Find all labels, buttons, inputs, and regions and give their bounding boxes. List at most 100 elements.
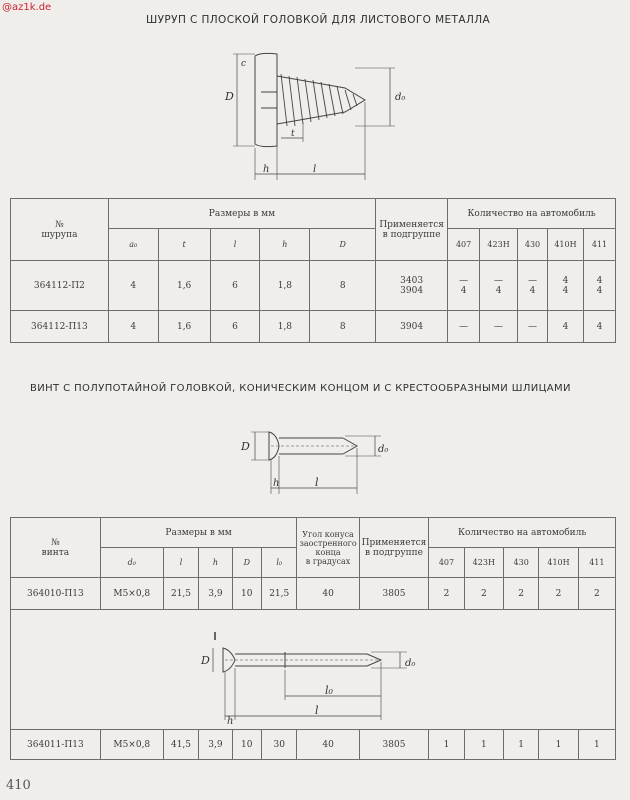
table-row: 364112-П2 4 1,6 6 1,8 8 3403 3904 — 4 — … [10, 260, 617, 311]
qty-cell: 2 [463, 577, 505, 610]
screw-drawing [233, 52, 395, 180]
label-D: D [224, 90, 234, 103]
size-cell: 4 [107, 310, 159, 343]
part-no: 364010-П13 [10, 577, 101, 610]
size-col: l [209, 228, 261, 261]
size-cell: 30 [260, 729, 298, 760]
size-col: D [231, 547, 262, 578]
qty-cell: 1 [463, 729, 505, 760]
qty-cell: — 4 [479, 260, 519, 311]
size-col: D [309, 228, 377, 261]
size-cell: 1,8 [259, 310, 311, 343]
table-row: 364010-П13 М5×0,8 21,5 3,9 10 21,5 40 38… [10, 577, 617, 610]
size-cell: М5×0,8 [99, 577, 164, 610]
size-cell: 1,6 [157, 260, 211, 311]
section1-title: ШУРУП С ПЛОСКОЙ ГОЛОВКОЙ ДЛЯ ЛИСТОВОГО М… [146, 14, 491, 26]
size-cell: 8 [309, 260, 377, 311]
label-l: l [315, 476, 319, 489]
qty-cell: 2 [428, 577, 465, 610]
sizes-header: Размеры в мм [99, 517, 298, 548]
size-cell: 1,8 [259, 260, 311, 311]
car-col: 407 [428, 547, 465, 578]
col-no-header: № винта [10, 517, 101, 578]
page-number: 410 [6, 778, 31, 793]
car-col: 410Н [538, 547, 579, 578]
qty-cell: — 4 [517, 260, 548, 311]
table-row: 364112-П13 4 1,6 6 1,8 8 3904 — — — 4 4 [10, 310, 617, 343]
qty-cell: 1 [538, 729, 579, 760]
screw2-drawing-labels: D d₀ h l [240, 440, 388, 489]
watermark: @az1k.de [2, 2, 52, 13]
size-cell: 6 [209, 310, 261, 343]
screw3-drawing [212, 632, 407, 720]
label-h: h [227, 716, 233, 727]
screw3-drawing-labels: D d₀ l₀ h l [200, 654, 415, 727]
size-cell: 3,9 [198, 577, 233, 610]
label-d0: d₀ [395, 92, 405, 103]
part-no: 364112-П2 [10, 260, 109, 311]
label-c: c [241, 59, 246, 69]
part-no: 364112-П13 [10, 310, 109, 343]
qty-header: Количество на автомобиль [428, 517, 616, 548]
sizes-header: Размеры в мм [107, 198, 377, 229]
applied-cell: 3904 [375, 310, 449, 343]
qty-cell: — 4 [447, 260, 481, 311]
applied-cell: 3805 [358, 577, 430, 610]
qty-header: Количество на автомобиль [447, 198, 616, 229]
qty-cell: — [447, 310, 481, 343]
size-cell: 8 [309, 310, 377, 343]
angle-cell: 40 [296, 577, 360, 610]
label-D: D [200, 654, 210, 667]
label-l: l [313, 164, 316, 175]
size-cell: 21,5 [162, 577, 200, 610]
drawing-row [10, 609, 616, 730]
qty-cell: 2 [577, 577, 617, 610]
size-col: l [162, 547, 200, 578]
car-col: 423Н [463, 547, 505, 578]
car-col: 410Н [546, 228, 584, 261]
angle-cell: 40 [296, 729, 360, 760]
label-d0: d₀ [378, 444, 388, 455]
table-row: 364011-П13 М5×0,8 41,5 3,9 10 30 40 3805… [10, 729, 617, 760]
size-cell: 21,5 [260, 577, 298, 610]
section2-title: ВИНТ С ПОЛУПОТАЙНОЙ ГОЛОВКОЙ, КОНИЧЕСКИМ… [30, 383, 571, 394]
car-col: 411 [577, 547, 617, 578]
car-col: 407 [447, 228, 481, 261]
applied-header: Применяется в подгруппе [358, 517, 430, 578]
car-col: 430 [517, 228, 548, 261]
applied-header: Применяется в подгруппе [375, 198, 449, 261]
size-cell: 1,6 [157, 310, 211, 343]
applied-cell: 3805 [358, 729, 430, 760]
size-col: h [198, 547, 233, 578]
label-l: l [315, 704, 319, 717]
applied-cell: 3403 3904 [375, 260, 449, 311]
size-col: l₀ [260, 547, 298, 578]
qty-cell: 4 4 [546, 260, 584, 311]
car-col: 430 [503, 547, 540, 578]
label-D: D [240, 440, 250, 453]
qty-cell: 2 [503, 577, 540, 610]
qty-cell: 1 [503, 729, 540, 760]
qty-cell: 1 [428, 729, 465, 760]
label-h: h [263, 164, 269, 175]
qty-cell: 4 [546, 310, 584, 343]
qty-cell: 2 [538, 577, 579, 610]
size-cell: 6 [209, 260, 261, 311]
label-d0: d₀ [405, 658, 415, 669]
label-t: t [291, 129, 295, 139]
size-col: a₀ [107, 228, 159, 261]
drawing-cell [10, 609, 616, 730]
size-cell: 3,9 [198, 729, 233, 760]
col-no-header: № шурупа [10, 198, 109, 261]
car-col: 423Н [479, 228, 519, 261]
screw-drawing-labels: c D d₀ t h l [224, 59, 405, 175]
size-cell: М5×0,8 [99, 729, 164, 760]
screw2-table: № винта Размеры в мм Угол конуса заостре… [10, 517, 617, 760]
label-h: h [273, 478, 279, 489]
screw-table: № шурупа Размеры в мм Применяется в подг… [10, 198, 617, 343]
size-cell: 41,5 [162, 729, 200, 760]
qty-cell: — [479, 310, 519, 343]
angle-header: Угол конуса заостренного конца в градуса… [296, 517, 360, 578]
size-col: t [157, 228, 211, 261]
size-col: d₀ [99, 547, 164, 578]
